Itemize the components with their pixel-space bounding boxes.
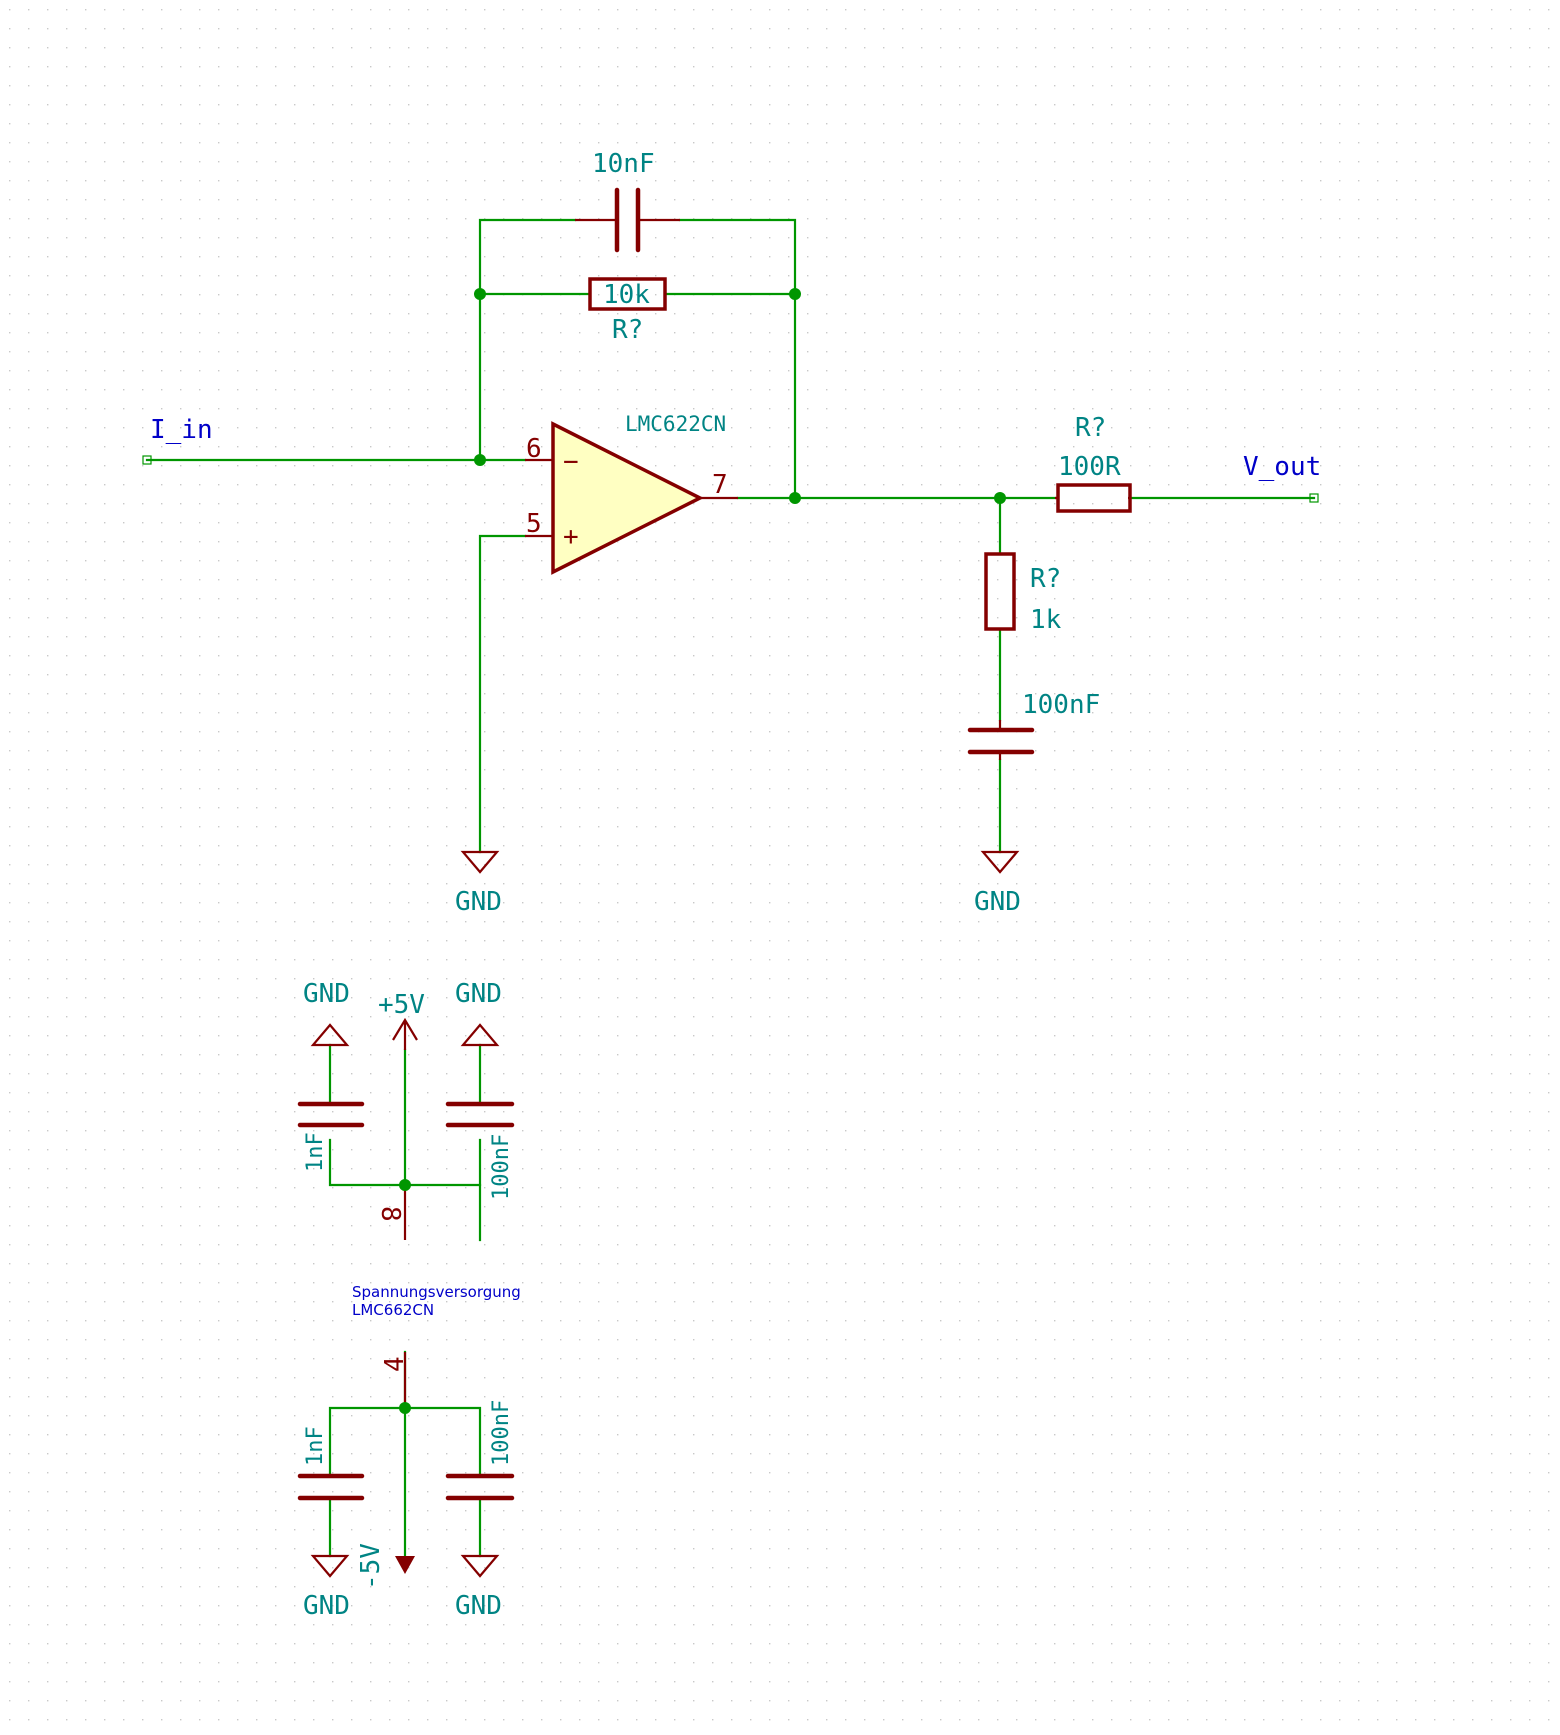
wire-noninv-gnd	[478, 534, 527, 854]
wire-feedback-cap-right	[678, 218, 797, 500]
junction-inv-input	[474, 454, 486, 466]
opamp-pin-output: 7	[712, 470, 728, 500]
power-label-minus5v: -5V	[356, 1543, 386, 1590]
series-resistor-ref: R?	[1075, 413, 1106, 443]
junctions	[399, 288, 1006, 1414]
supply-note-line2: LMC662CN	[352, 1301, 434, 1319]
opamp-body	[551, 421, 704, 575]
opamp-part: LMC622CN	[625, 412, 726, 436]
ground-symbol-output-shunt	[980, 850, 1020, 874]
junction-supply-bottom	[399, 1402, 411, 1414]
input-label: I_in	[150, 415, 213, 445]
wire-feedback-left	[478, 218, 577, 462]
supply-note-line1: Spannungsversorgung	[352, 1283, 521, 1301]
ground-label-supply-top-right: GND	[455, 979, 502, 1009]
series-resistor[interactable]	[1055, 483, 1132, 513]
supply-bottom-cap-right[interactable]	[445, 1473, 515, 1501]
junction-feedback-right	[789, 288, 801, 300]
shunt-capacitor[interactable]	[967, 720, 1035, 760]
supply-top-cap-left-value: 1nF	[303, 1132, 328, 1172]
opamp-pin-noninverting: 5	[526, 509, 542, 539]
feedback-capacitor[interactable]	[575, 187, 680, 253]
shunt-resistor[interactable]	[984, 552, 1016, 631]
junction-shunt	[994, 492, 1006, 504]
supply-top-cap-left[interactable]	[297, 1101, 365, 1128]
shunt-resistor-ref: R?	[1030, 564, 1061, 594]
junction-supply-top	[399, 1179, 411, 1191]
output-label: V_out	[1243, 452, 1321, 482]
shunt-resistor-value: 1k	[1030, 605, 1062, 635]
ground-symbol-noninv	[460, 850, 500, 874]
opamp[interactable]	[525, 421, 738, 575]
ground-label-supply-bottom-left: GND	[303, 1591, 350, 1621]
feedback-resistor-value: 10k	[603, 280, 650, 310]
ground-label-output-shunt: GND	[974, 887, 1021, 917]
power-symbol-minus5v	[395, 1556, 415, 1574]
feedback-resistor[interactable]	[588, 277, 667, 311]
ground-symbol-supply-bottom-right	[460, 1554, 500, 1578]
ground-label-supply-bottom-right: GND	[455, 1591, 502, 1621]
opamp-plus-sign: +	[563, 522, 579, 552]
opamp-minus-sign: −	[563, 447, 579, 477]
ground-label-noninv: GND	[455, 887, 502, 917]
ground-symbol-supply-bottom-left	[310, 1554, 350, 1578]
supply-pin-negative: 4	[380, 1356, 410, 1372]
ground-symbol-supply-top-right	[460, 1023, 500, 1047]
junction-output	[789, 492, 801, 504]
wire-supply-top-left	[328, 1043, 482, 1242]
output-port[interactable]	[1309, 493, 1319, 503]
junction-feedback-left	[474, 288, 486, 300]
supply-pin-positive: 8	[375, 1206, 405, 1222]
power-symbol-plus5v	[392, 1017, 418, 1050]
supply-bottom-cap-left-value: 1nF	[303, 1426, 328, 1466]
ground-label-supply-top-left: GND	[303, 979, 350, 1009]
opamp-pin-inverting: 6	[526, 434, 542, 464]
shunt-capacitor-value: 100nF	[1022, 690, 1100, 720]
ground-symbol-supply-top-left	[310, 1023, 350, 1047]
power-label-plus5v: +5V	[378, 990, 425, 1020]
feedback-resistor-ref: R?	[612, 315, 643, 345]
feedback-capacitor-value: 10nF	[592, 149, 655, 179]
supply-top-cap-right[interactable]	[445, 1101, 515, 1128]
series-resistor-value: 100R	[1058, 452, 1121, 482]
input-port[interactable]	[142, 455, 152, 465]
supply-bottom-cap-left[interactable]	[297, 1473, 365, 1501]
supply-top-cap-right-value: 100nF	[489, 1134, 514, 1200]
supply-bottom-cap-right-value: 100nF	[489, 1400, 514, 1466]
